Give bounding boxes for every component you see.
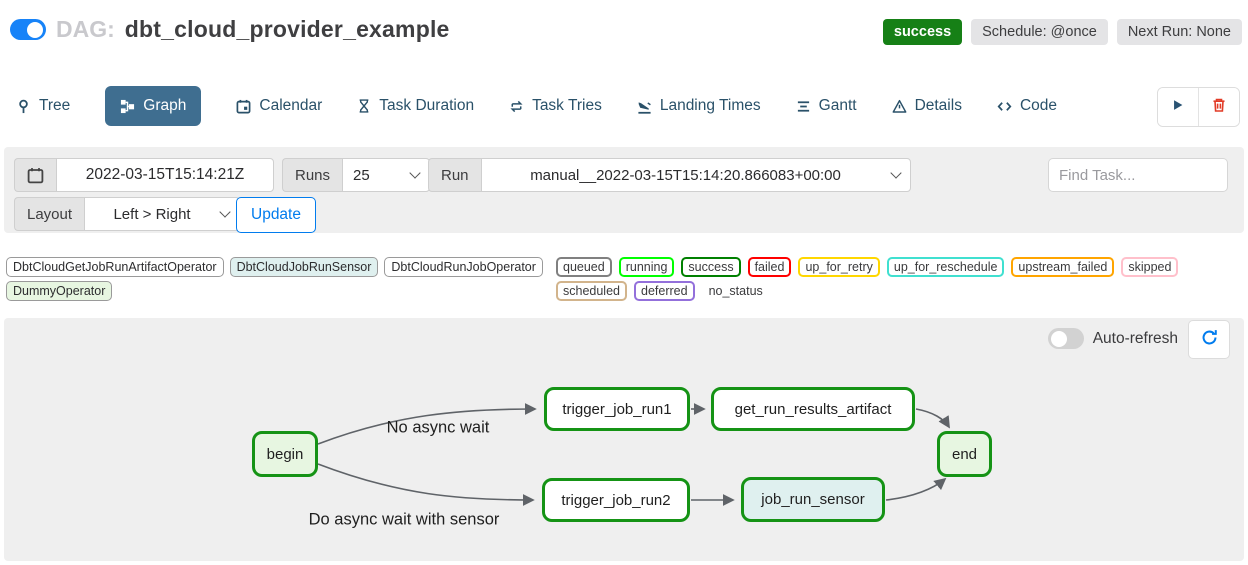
calendar-input-icon [14,158,56,192]
run-select[interactable]: manual__2022-03-15T15:14:20.866083+00:00 [480,158,911,192]
status-badge: success [882,19,963,45]
base-date-input[interactable] [56,158,274,192]
dag-action-buttons [1157,87,1240,127]
tab-details[interactable]: Details [892,97,962,115]
operator-badge[interactable]: DbtCloudJobRunSensor [229,257,379,277]
chevron-down-icon [219,206,231,218]
state-badge-upstream_failed[interactable]: upstream_failed [1011,257,1115,277]
state-badge-up_for_retry[interactable]: up_for_retry [798,257,880,277]
dag-name: dbt_cloud_provider_example [124,16,450,42]
update-button[interactable]: Update [236,197,316,233]
state-badge-queued[interactable]: queued [556,257,612,277]
tab-label: Task Tries [532,97,602,114]
tab-bar: Tree Graph Calendar Task Duration Task Tries… [16,84,1057,128]
toggle-knob [27,21,43,38]
dag-header: DAG: dbt_cloud_provider_example [10,16,450,43]
state-badge-running[interactable]: running [618,257,675,277]
run-group: Run manual__2022-03-15T15:14:20.866083+0… [428,158,911,192]
next-run-badge: Next Run: None [1116,19,1242,45]
play-icon [1171,98,1185,117]
tab-task-duration[interactable]: Task Duration [357,97,474,115]
runs-label: Runs [282,158,343,192]
tab-label: Landing Times [659,97,761,114]
state-legend: queued running success failed up_for_retry up… [556,257,1244,301]
run-label: Run [428,158,481,192]
dag-edge-begin-to-trigger_job_run1 [317,403,537,445]
repeat-icon [509,99,524,114]
state-badge-scheduled[interactable]: scheduled [556,281,627,301]
hourglass-icon [357,99,371,113]
dag-node-get_run_results_artifact[interactable]: get_run_results_artifact [711,387,915,431]
warning-triangle-icon [892,99,907,114]
filter-panel: Runs 25 Run manual__2022-03-15T15:14:20.… [4,147,1244,233]
layout-label: Layout [14,197,85,231]
dag-edge-job_run_sensor-to-end [885,477,947,501]
dag-node-job_run_sensor[interactable]: job_run_sensor [741,477,885,522]
graph-panel: Auto-refresh begin trigger_job_run1 get_ru… [4,318,1244,561]
plane-landing-icon [637,99,652,114]
state-badge-failed[interactable]: failed [747,257,792,277]
edge-label: No async wait [386,418,490,437]
dag-node-begin[interactable]: begin [252,431,318,477]
delete-dag-button[interactable] [1198,88,1239,126]
dag-edge-get_run_results_artifact-to-end [915,408,950,429]
dag-node-trigger_job_run2[interactable]: trigger_job_run2 [542,478,690,522]
tab-label: Task Duration [379,97,475,114]
tree-icon [16,99,31,114]
code-icon [997,99,1012,114]
layout-select[interactable]: Left > Right [84,197,241,231]
runs-select[interactable]: 25 [342,158,431,192]
dag-node-trigger_job_run1[interactable]: trigger_job_run1 [544,387,690,431]
tab-label: Code [1019,97,1058,114]
state-badge-up_for_reschedule[interactable]: up_for_reschedule [886,257,1005,277]
calendar-icon [236,99,251,114]
tab-tree[interactable]: Tree [16,97,70,115]
runs-group: Runs 25 [282,158,431,192]
operator-badge[interactable]: DbtCloudGetJobRunArtifactOperator [6,257,224,277]
auto-refresh-control: Auto-refresh [1047,328,1178,349]
dag-edges [317,403,950,506]
tab-graph[interactable]: Graph [105,86,202,126]
toggle-knob [1050,330,1067,347]
schedule-badge: Schedule: @once [971,19,1108,45]
auto-refresh-label: Auto-refresh [1092,329,1178,347]
chevron-down-icon [409,167,421,179]
header-badges: success Schedule: @once Next Run: None [882,19,1242,45]
dag-edge-begin-to-trigger_job_run2 [317,463,535,506]
dag-label: DAG: [56,16,115,42]
tab-label: Gantt [818,97,857,114]
tab-landing-times[interactable]: Landing Times [637,97,761,115]
state-badge-success[interactable]: success [681,257,741,277]
tab-gantt[interactable]: Gantt [796,97,857,115]
operator-badge[interactable]: DbtCloudRunJobOperator [384,257,543,277]
graph-icon [120,99,135,114]
trash-icon [1211,97,1227,118]
base-date-group [14,158,274,192]
dag-node-end[interactable]: end [937,431,992,477]
tab-label: Details [914,97,962,114]
tab-task-tries[interactable]: Task Tries [509,97,602,115]
state-badge-deferred[interactable]: deferred [634,281,695,301]
refresh-button[interactable] [1188,320,1230,359]
state-badge-no_status[interactable]: no_status [708,284,763,298]
tab-calendar[interactable]: Calendar [236,97,322,115]
dag-pause-toggle[interactable] [10,19,46,40]
refresh-icon [1201,329,1218,351]
trigger-dag-button[interactable] [1158,88,1198,126]
auto-refresh-toggle[interactable] [1047,328,1084,349]
chevron-down-icon [889,167,902,179]
operator-badge[interactable]: DummyOperator [6,281,113,301]
state-badge-skipped[interactable]: skipped [1121,257,1179,277]
find-task-input[interactable] [1048,158,1228,192]
layout-group: Layout Left > Right [14,197,241,231]
tab-label: Calendar [259,97,323,114]
edge-label: Do async wait with sensor [308,510,500,529]
tab-label: Tree [39,97,71,114]
tab-label: Graph [143,97,187,114]
gantt-icon [796,99,811,114]
tab-code[interactable]: Code [997,97,1057,115]
